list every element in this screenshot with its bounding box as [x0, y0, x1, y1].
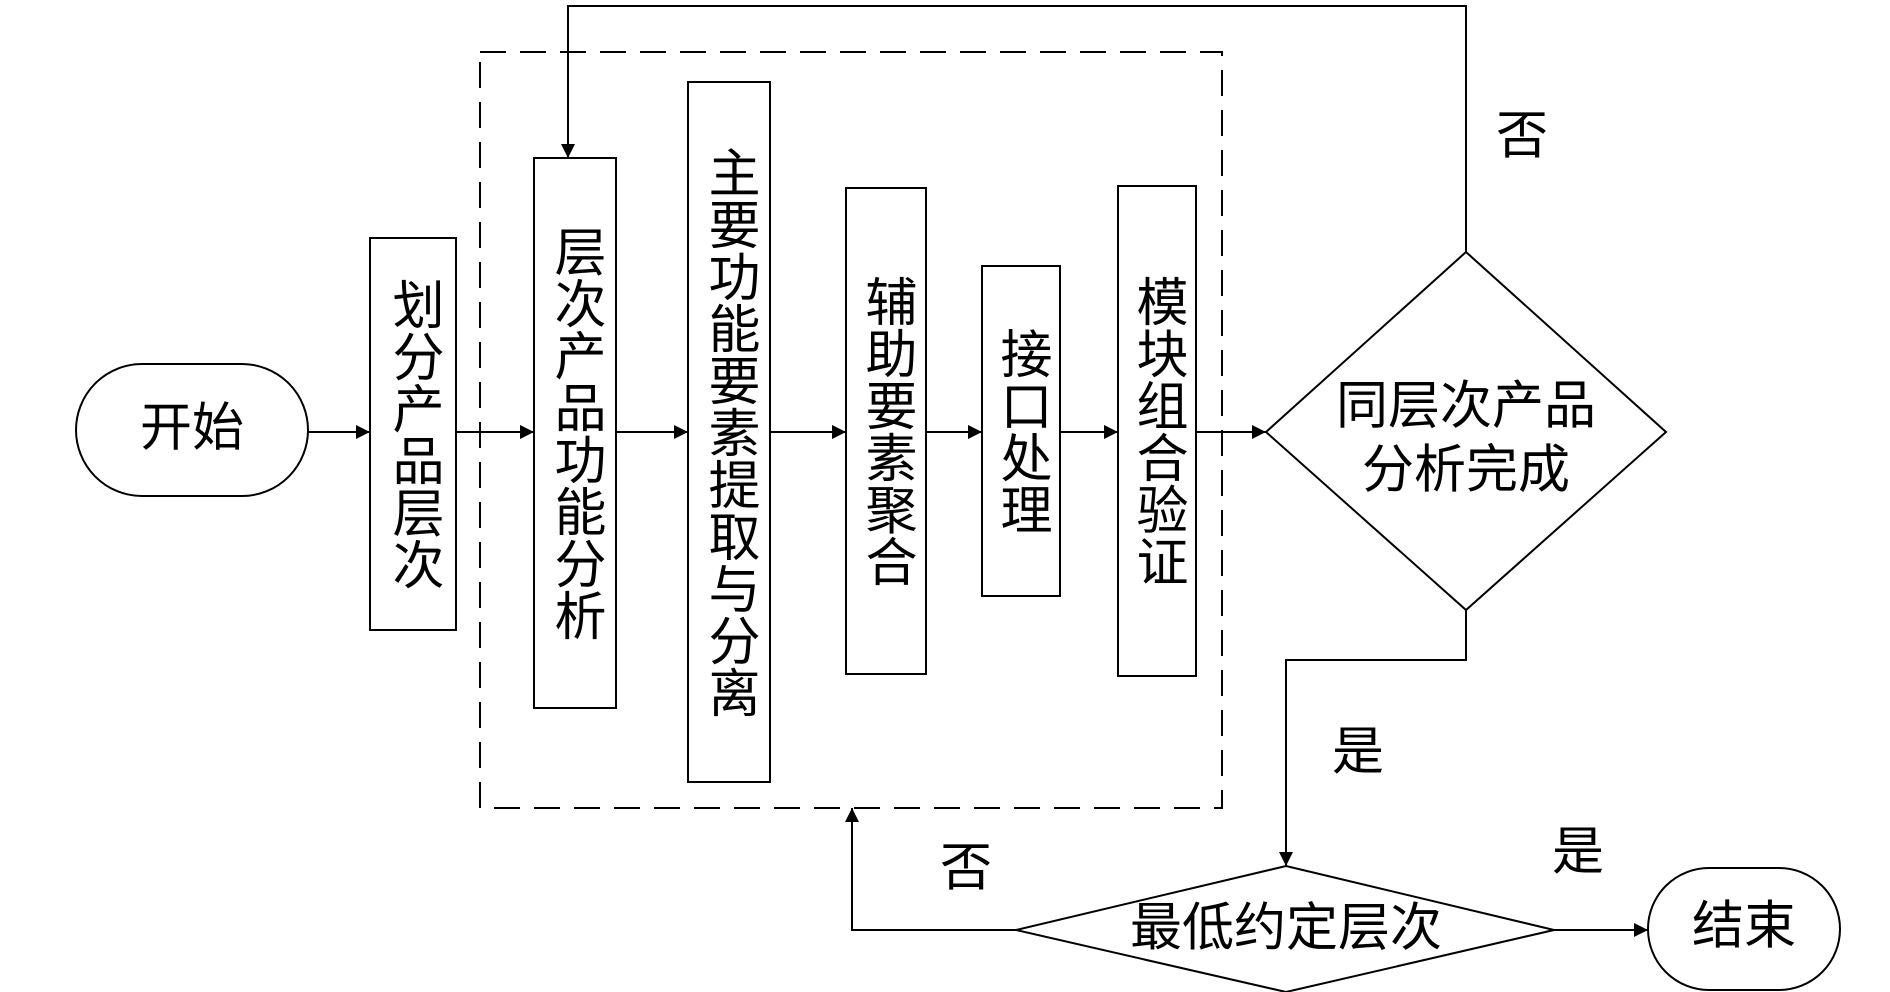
function-analysis-box: [533, 157, 617, 709]
aux-element-aggregate-label: 辅助要素聚合: [856, 275, 916, 587]
lowest-level-decision: [1015, 864, 1555, 992]
divide-levels-box: [369, 237, 457, 631]
edge-same-level-no-loop: [561, 5, 1467, 252]
lowest-yes-label: 是: [1552, 823, 1604, 883]
same-level-no-label: 否: [1496, 107, 1548, 167]
start-label: 开始: [140, 399, 244, 459]
divide-levels-label: 划分产品层次: [383, 278, 443, 590]
process-group-frame: [479, 51, 1223, 809]
function-analysis-label: 层次产品功能分析: [545, 225, 605, 641]
lowest-no-label: 否: [940, 839, 992, 899]
module-verify-label: 模块组合验证: [1127, 275, 1187, 587]
same-level-done-label-line2: 分析完成: [1362, 441, 1570, 501]
lowest-level-label: 最低约定层次: [1130, 899, 1442, 959]
same-level-yes-label: 是: [1332, 723, 1384, 783]
start-node: [75, 363, 309, 497]
end-label: 结束: [1692, 897, 1796, 957]
interface-process-label: 接口处理: [991, 327, 1051, 535]
same-level-done-label-line1: 同层次产品: [1336, 377, 1596, 437]
edge-lowest-no-loop: [845, 808, 1016, 931]
main-element-extract-box: [687, 81, 771, 783]
main-element-extract-label: 主要功能要素提取与分离: [699, 146, 759, 718]
edge-same-level-yes: [1279, 610, 1467, 866]
